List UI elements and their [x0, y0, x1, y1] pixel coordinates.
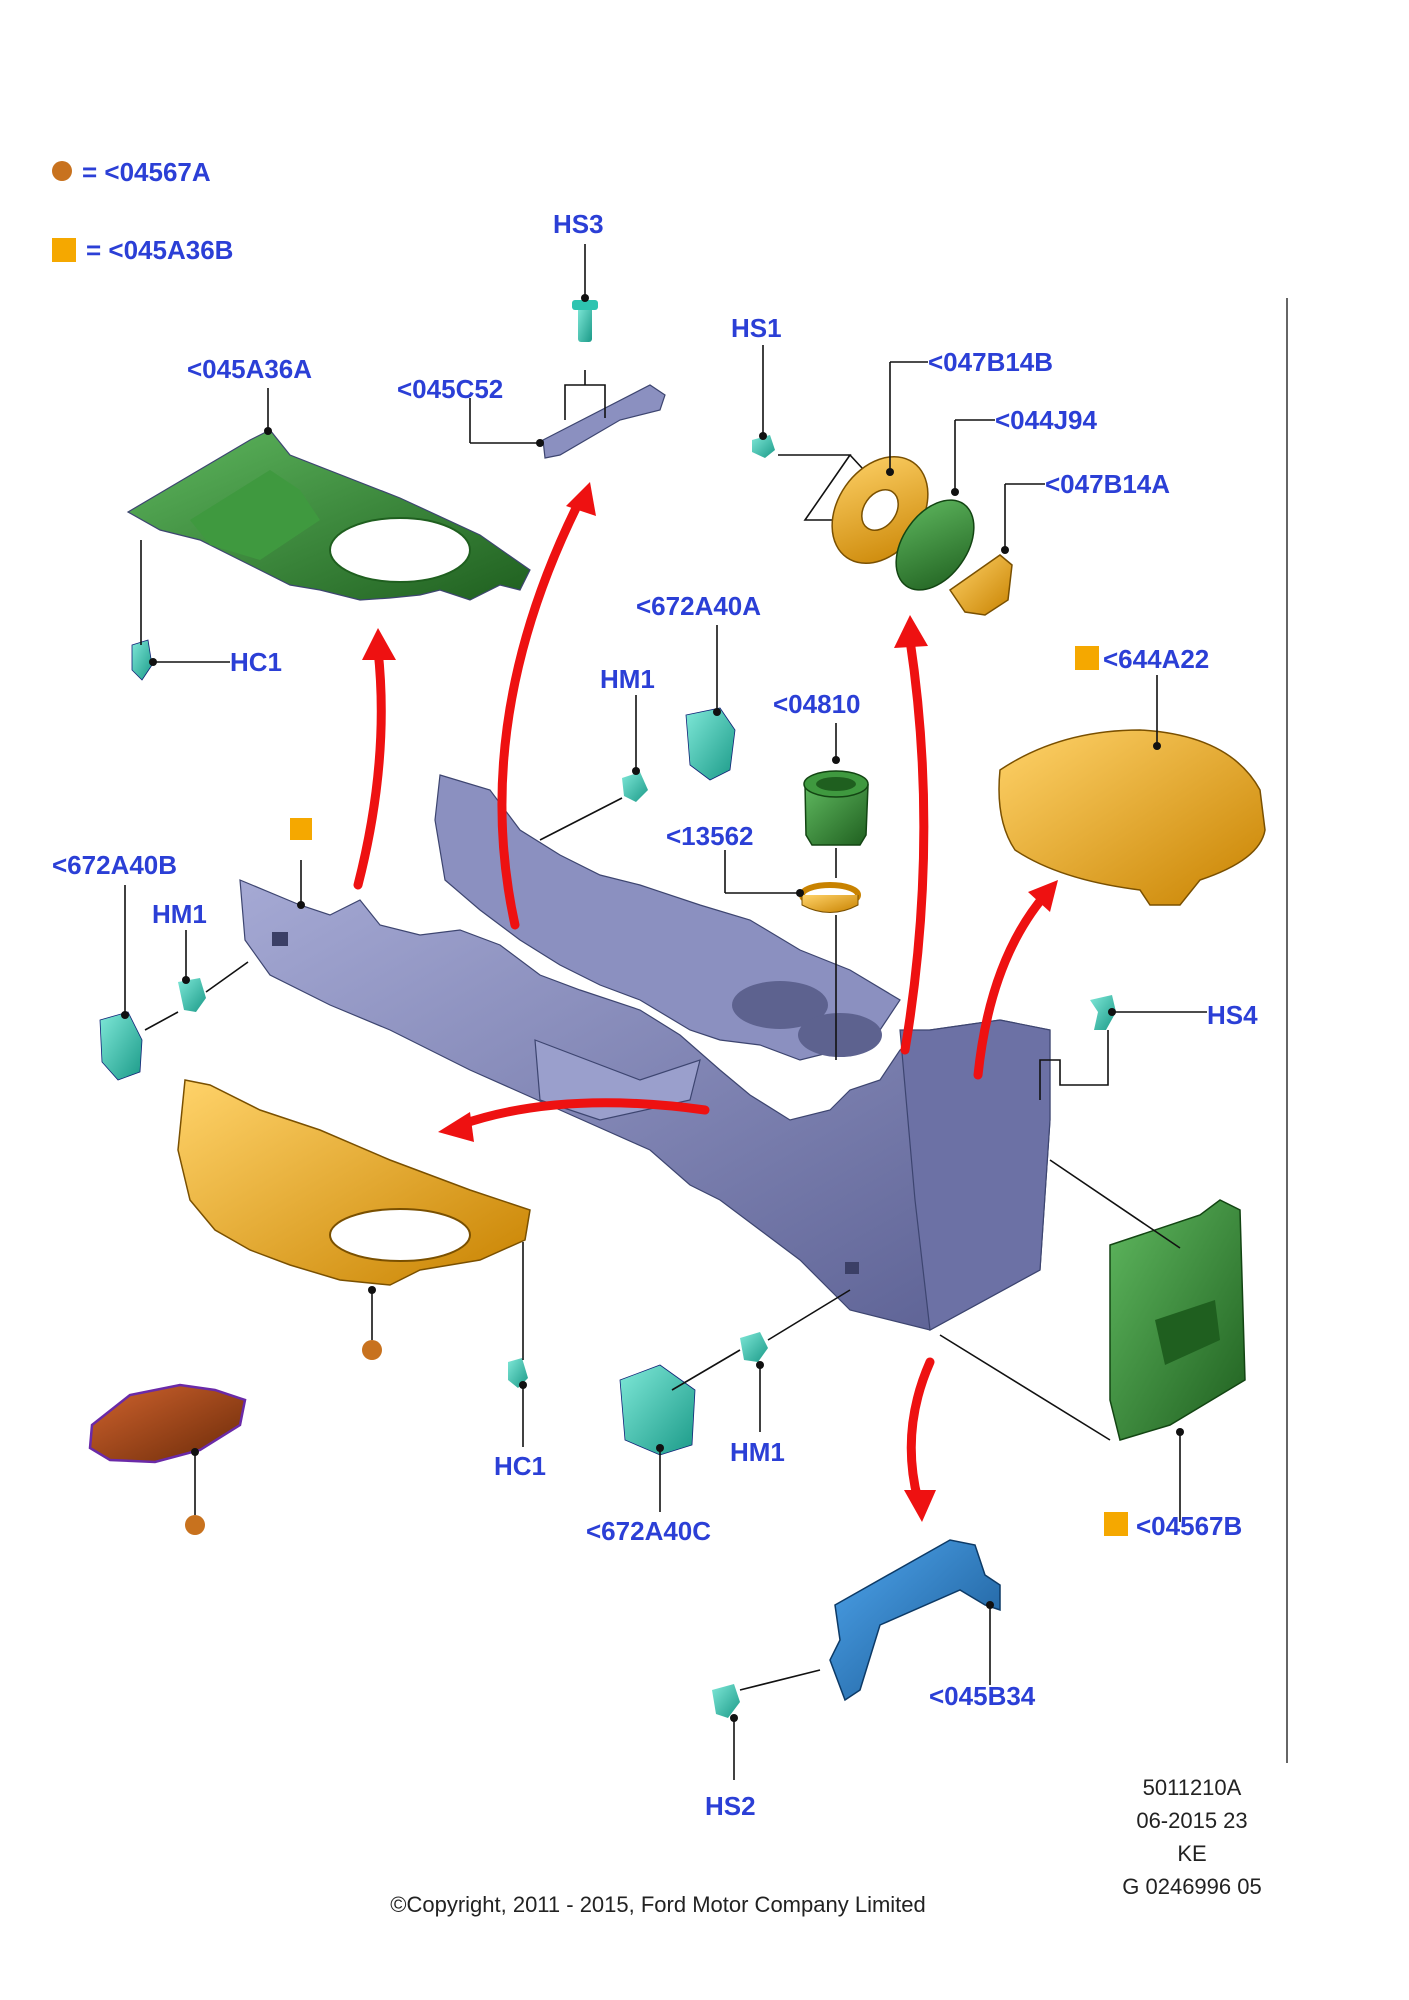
fastener-hm1-bottom: HM1	[730, 1289, 851, 1467]
part-045a36a-bezel	[126, 429, 531, 601]
label-045a36a: <045A36A	[187, 354, 312, 384]
fastener-hm1-left: HM1	[144, 899, 249, 1031]
label-hs4: HS4	[1207, 1000, 1258, 1030]
part-045b34-bracket: <045B34	[829, 1539, 1036, 1711]
label-hm1-bottom: HM1	[730, 1437, 785, 1467]
label-04567b: <04567B	[1136, 1511, 1242, 1541]
part-045c52-label: <045C52	[397, 374, 544, 447]
arrow-to-045c52	[497, 495, 585, 930]
label-hs2: HS2	[705, 1791, 756, 1821]
label-047b14a: <047B14A	[1045, 469, 1170, 499]
label-672a40c: <672A40C	[586, 1516, 711, 1546]
part-gear-shift-boot-circle-marker	[185, 1515, 205, 1535]
label-hm1-top: HM1	[600, 664, 655, 694]
part-644a22-square-marker	[1075, 646, 1099, 670]
label-hc1-top: HC1	[230, 647, 282, 677]
part-672a40a-clip: <672A40A	[636, 591, 761, 781]
label-672a40b: <672A40B	[52, 850, 177, 880]
label-047b14b: <047B14B	[928, 347, 1053, 377]
part-644a22-armrest: <644A22	[998, 644, 1266, 906]
part-04810-cup: <04810	[773, 689, 869, 846]
legend-circle-symbol	[52, 161, 72, 181]
fastener-hm1-top: HM1	[539, 664, 655, 841]
ref-line-1: 5011210A	[1143, 1775, 1242, 1800]
label-hm1-left: HM1	[152, 899, 207, 929]
label-045c52: <045C52	[397, 374, 503, 404]
ref-line-3: KE	[1177, 1841, 1206, 1866]
arrow-to-644a22	[973, 890, 1050, 1080]
label-045b34: <045B34	[929, 1681, 1036, 1711]
part-044j94-disc: <044J94	[895, 405, 1097, 591]
explode-arrows	[353, 482, 1058, 1522]
part-047b14a-insert: <047B14A	[948, 469, 1170, 616]
label-13562: <13562	[666, 821, 753, 851]
label-672a40a: <672A40A	[636, 591, 761, 621]
part-gear-shift-boot	[88, 1383, 247, 1535]
arrow-to-045a36a	[353, 645, 386, 890]
arrow-to-cup-rings	[900, 635, 929, 1055]
clip-hc1-bottom: HC1	[494, 1242, 546, 1481]
legend: = <04567A = <045A36B	[52, 157, 233, 265]
console-square-marker	[290, 818, 312, 909]
label-hs1: HS1	[731, 313, 782, 343]
part-04567b-square-marker	[1104, 1512, 1128, 1536]
legend-square-symbol	[52, 238, 76, 262]
ref-line-4: G 0246996 05	[1122, 1874, 1261, 1899]
ref-line-2: 06-2015 23	[1136, 1808, 1247, 1833]
part-672a40b-clip: <672A40B	[52, 850, 177, 1081]
part-045a36b-circle-marker	[362, 1340, 382, 1360]
drawing-reference-block: 5011210A 06-2015 23 KE G 0246996 05	[1122, 1775, 1261, 1899]
copyright-notice: ©Copyright, 2011 - 2015, Ford Motor Comp…	[390, 1892, 926, 1917]
fastener-hs1: HS1	[731, 313, 782, 458]
label-04810: <04810	[773, 689, 860, 719]
fastener-hs2: HS2	[705, 1669, 821, 1821]
fastener-hs3: HS3	[553, 209, 606, 420]
part-047b14b-ring: <047B14B	[831, 347, 1053, 565]
arrow-to-045b34	[906, 1357, 935, 1505]
label-044j94: <044J94	[995, 405, 1097, 435]
fastener-hs4: HS4	[1039, 995, 1258, 1100]
part-04567b-panel: <04567B	[939, 1159, 1246, 1541]
part-672a40c-cover: <672A40C	[586, 1349, 741, 1546]
legend-circle-text: = <04567A	[82, 157, 211, 187]
label-hc1-bottom: HC1	[494, 1451, 546, 1481]
label-644a22: <644A22	[1103, 644, 1209, 674]
part-045a36b-bezel	[177, 1079, 531, 1360]
part-13562-ring: <13562	[666, 821, 861, 1060]
part-045c52-bracket	[542, 300, 666, 459]
arrow-to-045a36b	[455, 1098, 710, 1130]
legend-square-text: = <045A36B	[86, 235, 233, 265]
clip-hc1-top: HC1	[131, 540, 282, 681]
part-045a36a-label: <045A36A	[187, 354, 312, 435]
label-hs3: HS3	[553, 209, 604, 239]
